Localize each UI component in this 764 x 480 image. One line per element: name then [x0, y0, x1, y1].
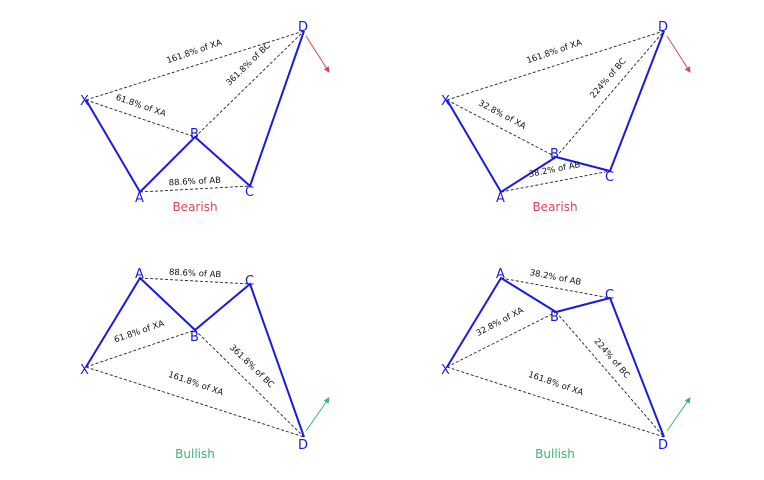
pattern-legs [85, 276, 305, 438]
ratio-line-xd [446, 366, 665, 438]
ratio-line-xd [85, 366, 305, 438]
point-label-x: X [80, 363, 89, 378]
point-label-d: D [658, 20, 668, 35]
point-label-a: A [496, 191, 505, 206]
pattern-caption-bearish: Bearish [172, 200, 217, 214]
ratio-label-xd: 161.8% of XA [525, 38, 583, 66]
ratio-line-bd [555, 311, 665, 438]
pattern-panel-bearish-crab: X A B C D 161.8% of XA 61.8% of XA 361.8… [80, 20, 330, 214]
pattern-panel-bullish-crab: X A B C D 88.6% of AB 61.8% of XA 361.8%… [80, 267, 330, 461]
point-label-b: B [190, 330, 199, 345]
ratio-label-xd: 161.8% of XA [167, 370, 225, 398]
pattern-caption-bullish: Bullish [175, 447, 215, 461]
ratio-line-xd [446, 30, 665, 101]
pattern-caption-bearish: Bearish [532, 200, 577, 214]
ratio-label-bd: 224% of BC [588, 57, 628, 101]
point-label-a: A [496, 267, 505, 282]
ratio-label-xb: 61.8% of XA [113, 319, 166, 346]
point-label-b: B [550, 310, 559, 325]
point-label-a: A [135, 267, 144, 282]
pattern-legs [446, 276, 665, 438]
ratio-label-ac: 38.2% of AB [528, 160, 581, 180]
point-label-x: X [80, 94, 89, 109]
ratio-label-xd: 161.8% of XA [165, 38, 223, 66]
ratio-line-bd [194, 329, 305, 438]
point-label-d: D [658, 438, 668, 453]
ratio-label-bd: 361.8% of BC [227, 343, 275, 390]
ratio-line-ac [500, 277, 611, 299]
ratio-label-xd: 161.8% of XA [527, 370, 585, 398]
point-label-c: C [605, 170, 614, 185]
ratio-line-bd [194, 30, 305, 138]
bullish-direction-arrow [666, 397, 691, 432]
pattern-panel-bullish-deep: X A B C D 38.2% of AB 32.8% of XA 224% o… [441, 267, 691, 461]
ratio-label-ac: 88.6% of AB [169, 268, 222, 281]
point-label-c: C [245, 274, 254, 289]
point-label-b: B [550, 147, 559, 162]
ratio-label-xb: 32.8% of XA [477, 99, 528, 132]
ratio-line-xb [85, 329, 196, 368]
ratio-label-bd: 361.8% of BC [224, 41, 272, 88]
point-label-c: C [605, 288, 614, 303]
ratio-line-ac [139, 277, 251, 285]
ratio-label-ac: 88.6% of AB [169, 176, 222, 189]
ratio-label-bd: 224% of BC [591, 337, 631, 381]
pattern-legs [446, 30, 665, 194]
bearish-direction-arrow [666, 35, 691, 73]
ratio-line-xd [85, 30, 305, 101]
point-label-c: C [245, 185, 254, 200]
bearish-direction-arrow [305, 35, 330, 73]
ratio-line-xb [446, 99, 557, 158]
point-label-x: X [441, 94, 450, 109]
point-label-a: A [135, 191, 144, 206]
ratio-line-xb [446, 311, 557, 368]
point-label-b: B [190, 127, 199, 142]
pattern-panel-bearish-deep: X A B C D 161.8% of XA 32.8% of XA 224% … [441, 20, 691, 214]
pattern-legs [85, 30, 305, 194]
point-label-x: X [441, 363, 450, 378]
pattern-caption-bullish: Bullish [535, 447, 575, 461]
point-label-d: D [298, 20, 308, 35]
ratio-label-xb: 61.8% of XA [114, 93, 167, 120]
ratio-line-bd [555, 30, 665, 158]
ratio-line-xb [85, 99, 196, 138]
point-label-d: D [298, 438, 308, 453]
ratio-line-ac [139, 185, 251, 193]
bullish-direction-arrow [305, 397, 330, 432]
ratio-line-ac [500, 170, 611, 193]
